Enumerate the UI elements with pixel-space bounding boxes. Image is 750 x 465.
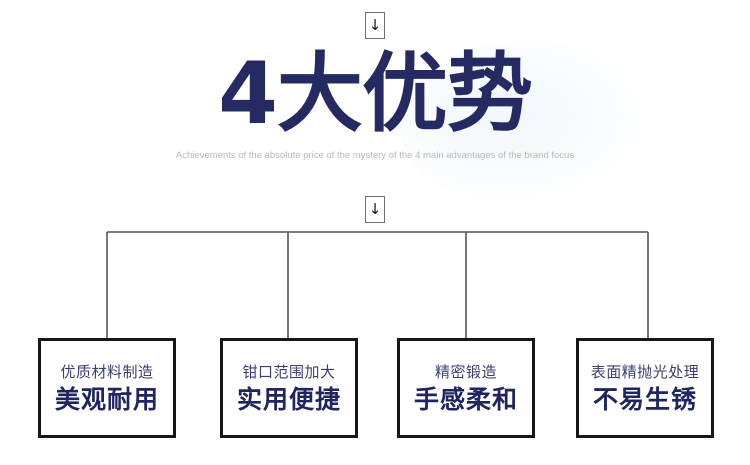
feature-card-title: 手感柔和 [413, 384, 518, 414]
feature-card-title: 美观耐用 [54, 384, 159, 414]
feature-card[interactable]: 表面精抛光处理 不易生锈 [576, 338, 714, 438]
page-subtitle-line-2: brand focus [524, 150, 575, 161]
down-arrow-icon: ↓ [365, 196, 385, 223]
down-arrow-icon: ↓ [365, 12, 385, 39]
page-subtitle-line-1: Achievements of the absolute price of th… [175, 150, 522, 161]
feature-card-subtitle: 优质材料制造 [60, 362, 154, 381]
feature-card-title: 不易生锈 [592, 384, 697, 414]
feature-card[interactable]: 优质材料制造 美观耐用 [38, 338, 176, 438]
page-subtitle: Achievements of the absolute price of th… [175, 149, 575, 163]
feature-card[interactable]: 精密锻造 手感柔和 [397, 338, 535, 438]
feature-card[interactable]: 钳口范围加大 实用便捷 [220, 338, 358, 438]
feature-card-title: 实用便捷 [236, 384, 341, 414]
feature-card-subtitle: 钳口范围加大 [242, 362, 336, 381]
feature-card-subtitle: 表面精抛光处理 [590, 362, 700, 381]
feature-card-subtitle: 精密锻造 [434, 362, 497, 381]
page-title: 4大优势 [218, 44, 533, 144]
